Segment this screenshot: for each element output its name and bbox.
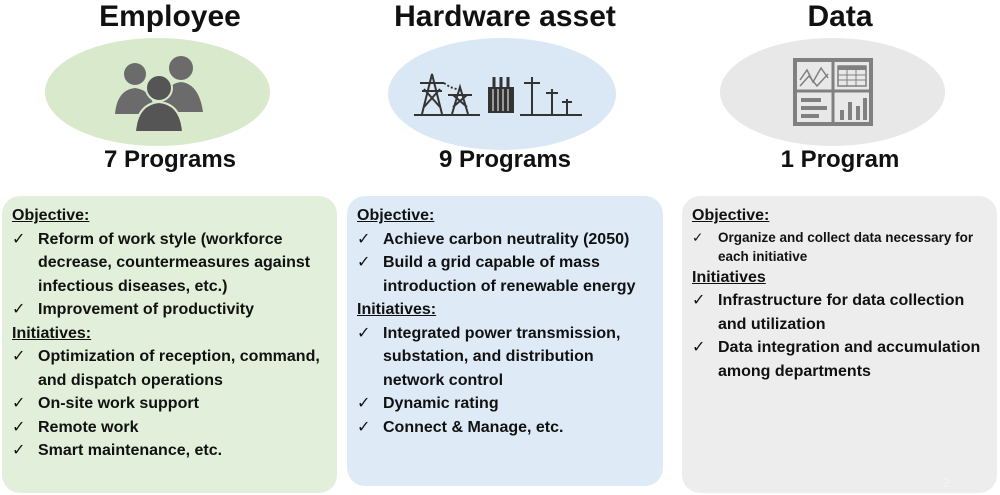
list-item: ✓Remote work [12,416,327,440]
initiatives-heading: Initiatives: [12,324,92,342]
hardware-program-count: 9 Programs [438,146,572,173]
column-title-hardware-asset: Hardware asset [394,0,616,33]
check-icon: ✓ [692,229,704,245]
check-icon: ✓ [692,339,706,356]
check-icon: ✓ [12,230,26,248]
list-item: ✓Smart maintenance, etc. [12,439,327,463]
list-item: ✓Achieve carbon neutrality (2050) [357,228,653,252]
list-item: ✓Connect & Manage, etc. [357,416,653,440]
list-item: ✓Improvement of productivity [12,298,327,322]
check-icon: ✓ [357,254,371,271]
check-icon: ✓ [357,418,371,436]
check-icon: ✓ [12,395,26,412]
list-item: ✓Reform of work style (workforce decreas… [12,228,327,299]
power-grid-icon [414,73,582,116]
check-icon: ✓ [357,230,371,248]
list-item: ✓Organize and collect data necessary for… [692,229,974,264]
check-icon: ✓ [692,292,706,309]
employee-ellipse [45,38,270,146]
list-item: ✓Build a grid capable of mass introducti… [357,251,653,298]
list-item: ✓Infrastructure for data collection and … [692,289,987,336]
initiatives-heading: Initiatives [692,268,766,286]
employee-details-box: Objective: ✓Reform of work style (workfo… [2,196,337,493]
data-ellipse [720,38,945,146]
check-icon: ✓ [12,442,26,459]
list-item: ✓Optimization of reception, command, and… [12,345,327,392]
dashboard-icon [792,58,873,126]
objective-heading: Objective: [357,207,435,224]
check-icon: ✓ [12,418,26,436]
column-title-data: Data [807,0,873,33]
hardware-details-box: Objective: ✓Achieve carbon neutrality (2… [347,196,663,486]
data-details-box: Objective: ✓Organize and collect data ne… [682,196,997,493]
people-icon [114,56,203,132]
page-number: 2 [942,475,950,490]
column-title-employee: Employee [99,0,241,33]
check-icon: ✓ [357,395,371,412]
initiatives-heading: Initiatives: [357,301,437,318]
check-icon: ✓ [357,324,371,342]
check-icon: ✓ [12,348,26,365]
hardware-ellipse [388,38,616,150]
objective-heading: Objective: [12,207,90,224]
list-item: ✓Data integration and accumulation among… [692,336,987,383]
check-icon: ✓ [12,301,26,318]
list-item: ✓Integrated power transmission, substati… [357,322,653,393]
list-item: ✓Dynamic rating [357,392,653,416]
objective-heading: Objective: [692,207,770,224]
list-item: ✓On-site work support [12,392,327,416]
data-program-count: 1 Program [780,146,900,173]
employee-program-count: 7 Programs [103,146,237,173]
